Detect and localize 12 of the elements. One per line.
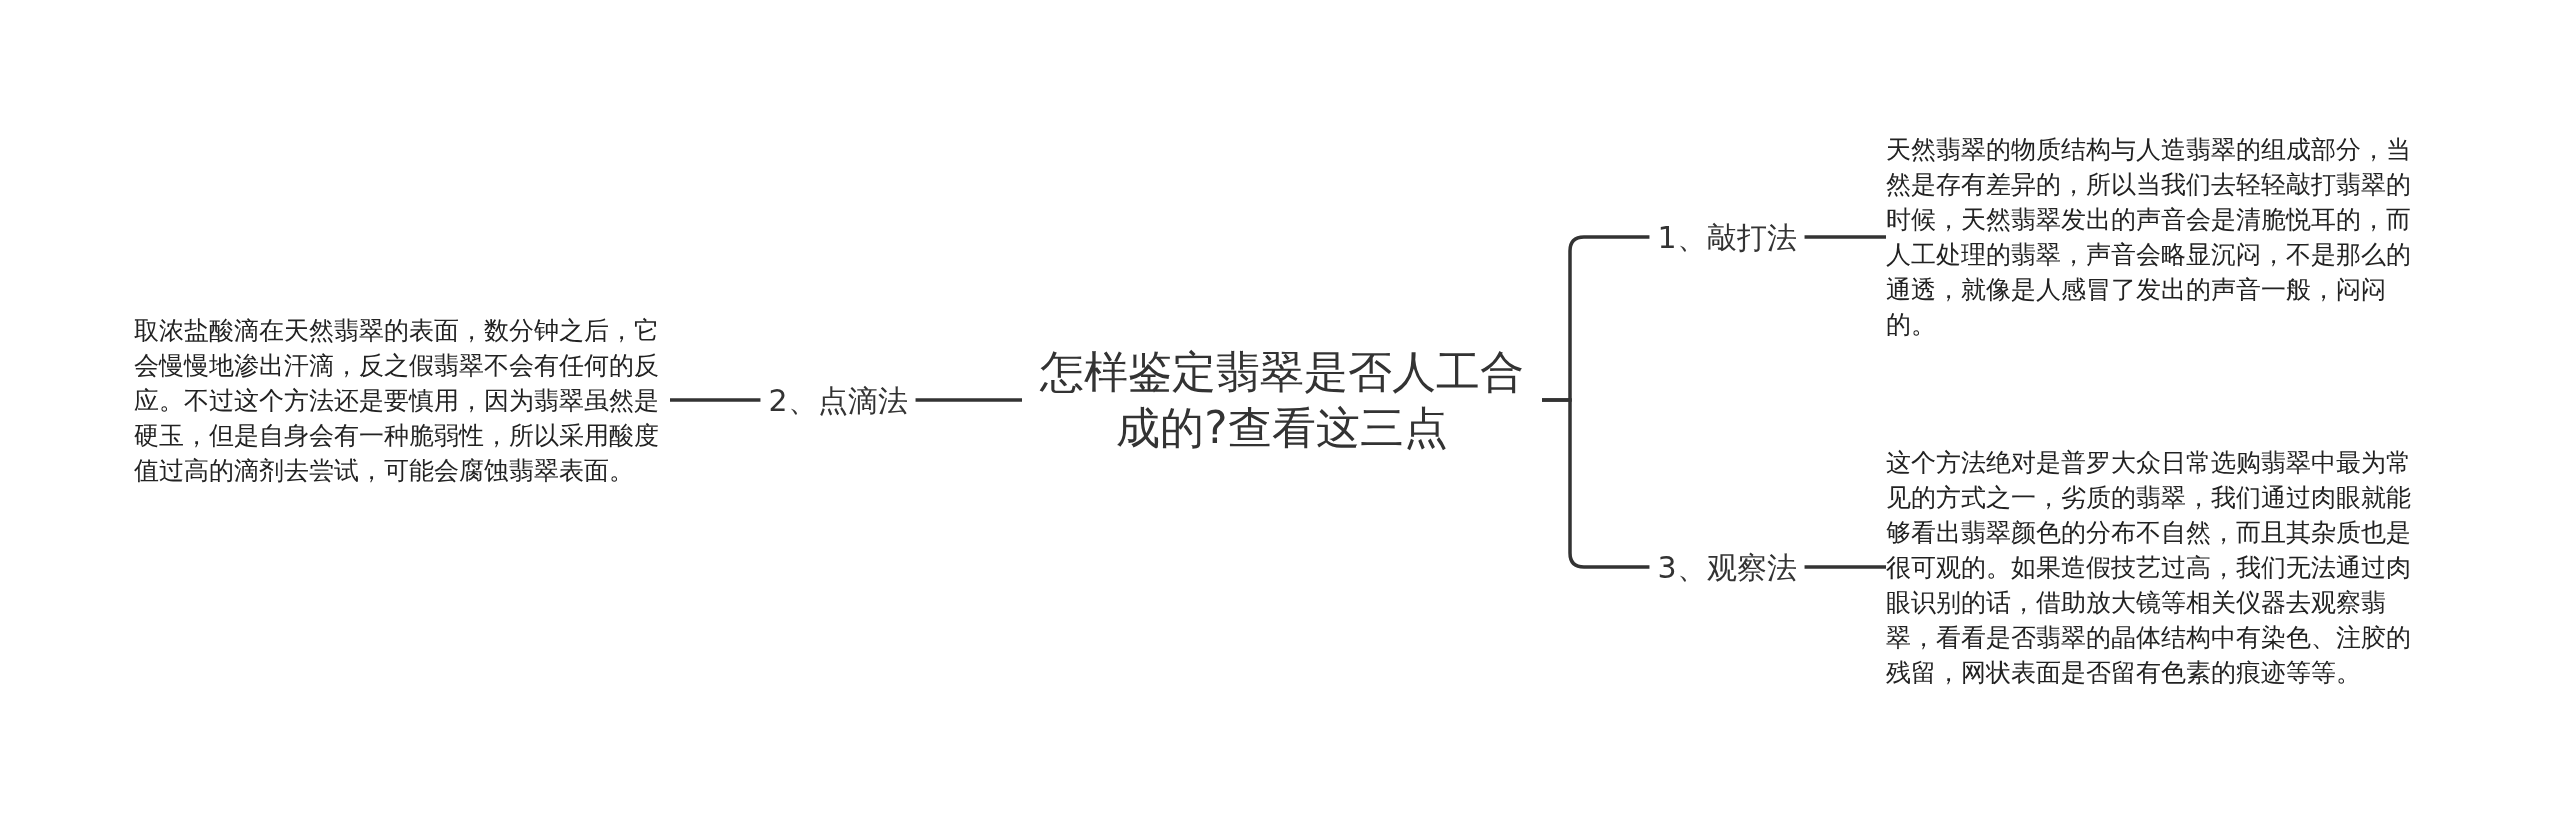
connector-line [670,398,761,402]
branch-topic: 3、观察法 [1649,544,1805,590]
connector-line [1804,235,1886,239]
connector-line [915,398,1022,402]
root-topic: 怎样鉴定翡翠是否人工合成的?查看这三点 [1022,344,1542,456]
detail-text: 这个方法绝对是普罗大众日常选购翡翠中最为常见的方式之一，劣质的翡翠，我们通过肉眼就能够看出翡翠颜色的分布不自然，而且其杂质也是很可观的。如果造假技艺过高，我们无法通过肉眼识别的话，借助放大镜等相关仪器去观察翡翠，看看是否翡翠的晶体结构中有染色、注胶的残留，网状表面是否留有色素的痕迹等等。 [1886,444,2414,690]
connector-line [1542,398,1650,569]
branch-topic: 2、点滴法 [760,377,916,423]
detail-text: 取浓盐酸滴在天然翡翠的表面，数分钟之后，它会慢慢地渗出汗滴，反之假翡翠不会有任何的反应。不过这个方法还是要慎用，因为翡翠虽然是硬玉，但是自身会有一种脆弱性，所以采用酸度值过高的滴剂去尝试，可能会腐蚀翡翠表面。 [134,312,670,488]
detail-text: 天然翡翠的物质结构与人造翡翠的组成部分，当然是存有差异的，所以当我们去轻轻敲打翡翠的时候，天然翡翠发出的声音会是清脆悦耳的，而人工处理的翡翠，声音会略显沉闷，不是那么的通透，就像是人感冒了发出的声音一般，闷闷的。 [1886,132,2414,342]
connector-line [1804,565,1886,569]
branch-topic: 1、敲打法 [1649,214,1805,260]
